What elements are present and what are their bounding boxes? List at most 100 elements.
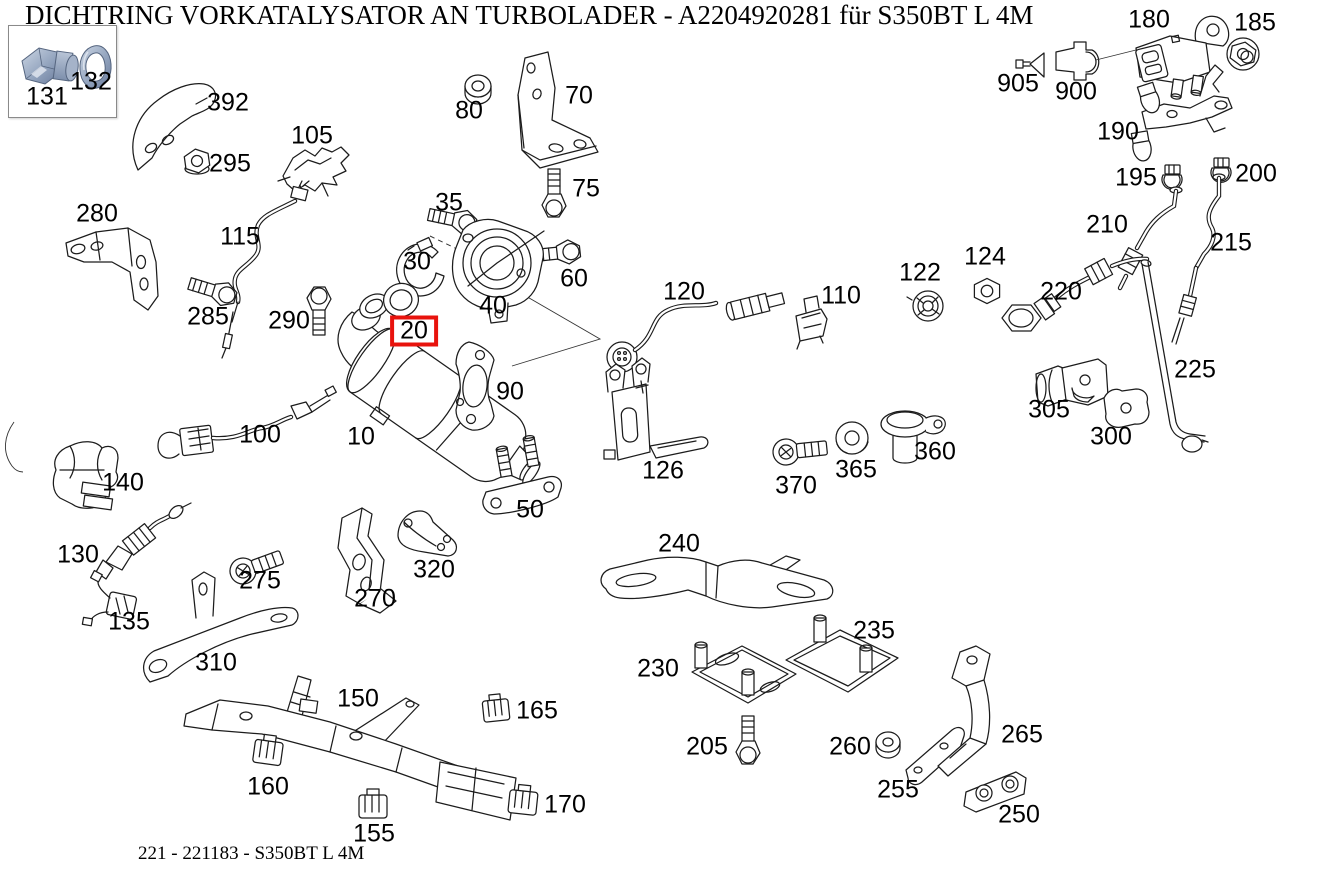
part-label-305[interactable]: 305 xyxy=(1028,395,1070,424)
part-label-155[interactable]: 155 xyxy=(353,819,395,848)
part-label-260[interactable]: 260 xyxy=(829,732,871,761)
part-205-bolt xyxy=(735,715,761,765)
part-label-20[interactable]: 20 xyxy=(390,315,438,347)
page-title: DICHTRING VORKATALYSATOR AN TURBOLADER -… xyxy=(25,0,1034,30)
part-130-oxygen-sensor xyxy=(96,503,191,579)
part-label-131[interactable]: 131 xyxy=(26,82,68,111)
part-label-295[interactable]: 295 xyxy=(209,149,251,178)
part-label-90[interactable]: 90 xyxy=(496,377,524,406)
part-250-clamp xyxy=(964,772,1026,812)
part-label-905[interactable]: 905 xyxy=(997,69,1039,98)
part-label-185[interactable]: 185 xyxy=(1234,8,1276,37)
part-label-220[interactable]: 220 xyxy=(1040,277,1082,306)
part-label-255[interactable]: 255 xyxy=(877,775,919,804)
part-115-sensor-line xyxy=(222,181,309,358)
part-126-bracket xyxy=(604,358,708,460)
part-label-165[interactable]: 165 xyxy=(516,696,558,725)
part-label-124[interactable]: 124 xyxy=(964,242,1006,271)
part-295-flange-nut xyxy=(182,146,212,176)
part-label-120[interactable]: 120 xyxy=(663,277,705,306)
part-label-60[interactable]: 60 xyxy=(560,264,588,293)
part-230-mounting-plate xyxy=(692,642,796,703)
part-label-200[interactable]: 200 xyxy=(1235,159,1277,188)
part-label-392[interactable]: 392 xyxy=(207,88,249,117)
part-label-275[interactable]: 275 xyxy=(239,566,281,595)
part-label-235[interactable]: 235 xyxy=(853,616,895,645)
part-label-75[interactable]: 75 xyxy=(572,174,600,203)
part-label-10[interactable]: 10 xyxy=(347,422,375,451)
part-label-80[interactable]: 80 xyxy=(455,96,483,125)
part-label-35[interactable]: 35 xyxy=(435,188,463,217)
leader-900-180 xyxy=(1096,49,1140,60)
part-label-115[interactable]: 115 xyxy=(220,222,260,251)
part-265-bracket xyxy=(938,646,990,776)
part-label-30[interactable]: 30 xyxy=(403,247,431,276)
part-label-300[interactable]: 300 xyxy=(1090,422,1132,451)
part-label-225[interactable]: 225 xyxy=(1174,355,1216,384)
part-label-320[interactable]: 320 xyxy=(413,555,455,584)
part-label-900[interactable]: 900 xyxy=(1055,77,1097,106)
part-label-310[interactable]: 310 xyxy=(195,648,237,677)
part-label-240[interactable]: 240 xyxy=(658,529,700,558)
part-label-285[interactable]: 285 xyxy=(187,302,229,331)
part-label-110[interactable]: 110 xyxy=(821,281,861,310)
part-365-grommet xyxy=(836,422,868,454)
part-190-bracket xyxy=(1130,65,1232,162)
part-label-280[interactable]: 280 xyxy=(76,199,118,228)
part-label-210[interactable]: 210 xyxy=(1086,210,1128,239)
part-label-100[interactable]: 100 xyxy=(239,420,281,449)
part-235-mounting-plate xyxy=(786,615,898,692)
part-100-temperature-sensor xyxy=(158,386,336,458)
part-label-190[interactable]: 190 xyxy=(1097,117,1139,146)
part-215-pipe xyxy=(1172,174,1225,344)
part-label-230[interactable]: 230 xyxy=(637,654,679,683)
part-label-122[interactable]: 122 xyxy=(899,258,941,287)
part-122-grommet xyxy=(907,291,943,321)
part-220-hose xyxy=(1002,258,1147,331)
part-905-fitting xyxy=(1016,53,1044,77)
part-40-flange xyxy=(452,219,544,323)
part-label-160[interactable]: 160 xyxy=(247,772,289,801)
part-label-250[interactable]: 250 xyxy=(998,800,1040,829)
part-131-screw-plug xyxy=(21,47,79,85)
part-240-bracket xyxy=(601,556,833,608)
part-180-sensor xyxy=(1135,16,1228,99)
part-195-clamp xyxy=(1161,164,1183,190)
part-290-bolt xyxy=(306,286,332,336)
part-300-plate xyxy=(1104,389,1149,427)
part-label-130[interactable]: 130 xyxy=(57,540,99,569)
part-label-140[interactable]: 140 xyxy=(102,468,144,497)
part-label-370[interactable]: 370 xyxy=(775,471,817,500)
part-label-365[interactable]: 365 xyxy=(835,455,877,484)
part-label-215[interactable]: 215 xyxy=(1210,228,1252,257)
part-label-205[interactable]: 205 xyxy=(686,732,728,761)
part-10-catalytic-converter xyxy=(333,289,557,513)
part-225-pipe xyxy=(1140,259,1208,452)
part-label-180[interactable]: 180 xyxy=(1128,5,1170,34)
part-260-grommet xyxy=(876,732,900,758)
part-label-170[interactable]: 170 xyxy=(544,790,586,819)
part-label-135[interactable]: 135 xyxy=(108,607,150,636)
part-label-105[interactable]: 105 xyxy=(291,121,333,150)
part-label-40[interactable]: 40 xyxy=(479,291,507,320)
part-label-270[interactable]: 270 xyxy=(354,584,396,613)
part-124-nut xyxy=(973,277,1001,305)
highlight-preview-box xyxy=(8,25,117,118)
part-70-bracket xyxy=(518,52,598,168)
part-label-50[interactable]: 50 xyxy=(516,495,544,524)
part-370-bolt xyxy=(771,434,829,467)
footer-caption: 221 - 221183 - S350BT L 4M xyxy=(138,843,365,864)
part-label-132[interactable]: 132 xyxy=(70,67,112,96)
part-label-195[interactable]: 195 xyxy=(1115,163,1157,192)
part-label-126[interactable]: 126 xyxy=(642,456,684,485)
part-label-360[interactable]: 360 xyxy=(914,437,956,466)
part-label-265[interactable]: 265 xyxy=(1001,720,1043,749)
part-165-clip xyxy=(480,692,511,723)
part-label-290[interactable]: 290 xyxy=(268,306,310,335)
part-label-150[interactable]: 150 xyxy=(337,684,379,713)
part-270-bracket xyxy=(338,508,396,613)
part-360-plug xyxy=(881,411,945,463)
part-label-70[interactable]: 70 xyxy=(565,81,593,110)
